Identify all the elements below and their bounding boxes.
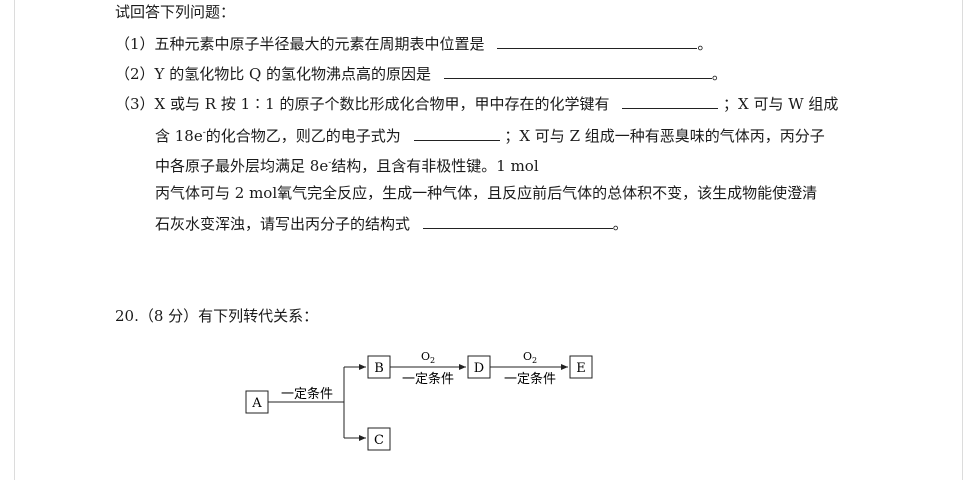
question-3-line-3: 中各原子最外层均满足 8e-结构，且含有非极性键。1 mol	[155, 153, 539, 176]
answer-blank-2[interactable]	[443, 63, 712, 79]
page-edge-right	[962, 0, 963, 480]
question-3-text-5-end: 。	[612, 215, 628, 233]
question-20-title: 20.（8 分）有下列转代关系：	[115, 307, 319, 325]
condition-a: 一定条件	[281, 386, 333, 402]
question-2-text: （2）Y 的氢化物比 Q 的氢化物沸点高的原因是	[115, 65, 432, 83]
condition-b-to-d: 一定条件	[402, 371, 454, 387]
conversion-diagram: A 一定条件 B C O2 一定条件 D O2 一定条件 E	[240, 342, 610, 452]
electron-superscript-2: -	[328, 158, 332, 168]
box-c: C	[367, 427, 391, 451]
box-c-label: C	[374, 433, 384, 448]
question-2: （2）Y 的氢化物比 Q 的氢化物沸点高的原因是 。	[115, 63, 727, 84]
box-e: E	[569, 355, 593, 379]
question-3-line-4: 丙气体可与 2 mol氧气完全反应，生成一种气体，且反应前后气体的总体积不变，该…	[155, 184, 818, 202]
answer-blank-1[interactable]	[497, 33, 698, 49]
reagent-d-to-e: O2	[523, 350, 537, 365]
box-b: B	[367, 355, 391, 379]
answer-blank-3b[interactable]	[413, 125, 500, 141]
box-a: A	[245, 390, 269, 414]
question-3-text-2a: 含 18e	[155, 127, 203, 145]
question-3-line-5: 石灰水变浑浊，请写出丙分子的结构式 。	[155, 213, 628, 234]
condition-d-to-e: 一定条件	[504, 371, 556, 387]
question-3-text-5: 石灰水变浑浊，请写出丙分子的结构式	[155, 215, 411, 233]
question-1: （1）五种元素中原子半径最大的元素在周期表中位置是 。	[115, 33, 712, 54]
reagent-b-to-d: O2	[421, 350, 435, 365]
electron-superscript: -	[202, 128, 206, 138]
question-3-text-2c: ；X 可与 Z 组成一种有恶臭味的气体丙，丙分子	[504, 127, 825, 145]
answer-blank-3c[interactable]	[422, 213, 613, 229]
question-1-end: 。	[697, 35, 713, 53]
question-3-text-3a: 中各原子最外层均满足 8e	[155, 157, 329, 175]
answer-blank-3a[interactable]	[622, 93, 719, 109]
question-3-text-2b: 的化合物乙，则乙的电子式为	[205, 127, 401, 145]
question-3-line-2: 含 18e-的化合物乙，则乙的电子式为 ；X 可与 Z 组成一种有恶臭味的气体丙…	[155, 123, 825, 146]
question-3-text-3b: 结构，且含有非极性键。1 mol	[331, 157, 539, 175]
box-a-label: A	[251, 396, 262, 411]
question-3-line-1: （3）X 或与 R 按 1∶1 的原子个数比形成化合物甲，甲中存在的化学键有 ；…	[115, 93, 838, 114]
question-3-text-1: （3）X 或与 R 按 1∶1 的原子个数比形成化合物甲，甲中存在的化学键有	[115, 95, 610, 113]
box-d: D	[467, 355, 491, 379]
question-3-text-1-end: ；X 可与 W 组成	[723, 95, 839, 113]
intro-text: 试回答下列问题：	[115, 3, 236, 21]
box-b-label: B	[374, 361, 384, 376]
box-e-label: E	[576, 361, 586, 376]
question-2-end: 。	[711, 65, 727, 83]
conversion-diagram-svg: A 一定条件 B C O2 一定条件 D O2 一定条件 E	[245, 350, 593, 451]
question-1-text: （1）五种元素中原子半径最大的元素在周期表中位置是	[115, 35, 485, 53]
box-d-label: D	[474, 361, 484, 376]
page-edge-left	[14, 0, 15, 480]
